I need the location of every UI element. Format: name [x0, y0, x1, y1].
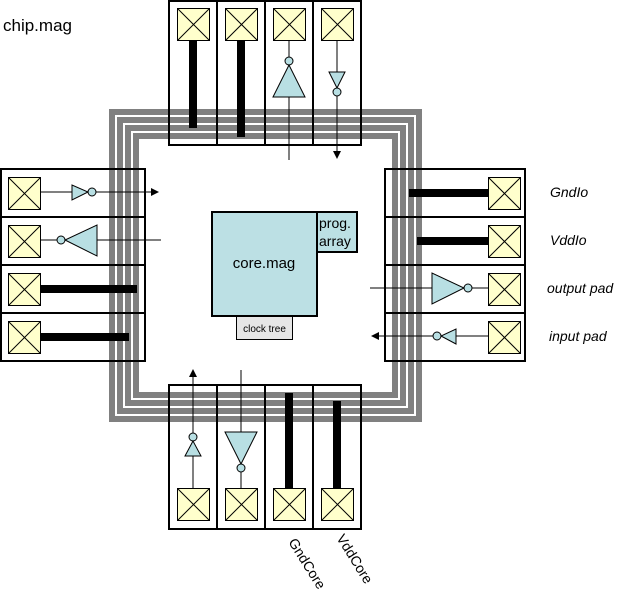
bottom-inverter-bubble [236, 463, 246, 473]
top-inverter-bubble [332, 87, 342, 97]
pad-label-vddcore: VddCore [333, 531, 376, 587]
right-buffer-triangle [431, 272, 466, 305]
bottom-buffer-triangle [184, 439, 202, 457]
right-bond-pad [488, 321, 521, 354]
bottom-power-bar-gndcore [285, 393, 293, 488]
right-bond-pad [488, 273, 521, 306]
bottom-bond-pad [225, 488, 258, 521]
bond-pad-cross [273, 8, 306, 41]
pad-frames [0, 0, 526, 530]
left-power-bar [41, 333, 129, 341]
bottom-bond-pad [177, 488, 210, 521]
left-pad-frame [0, 312, 146, 362]
pad-label-vddio: VddIo [550, 232, 587, 248]
top-buffer-triangle [272, 63, 306, 98]
chip-title: chip.mag [3, 16, 72, 35]
bottom-pad-frame [312, 384, 362, 530]
left-inverter-bubble [87, 187, 97, 197]
top-buffer-triangle [328, 71, 346, 90]
bond-pad-cross [8, 273, 41, 306]
top-bond-pad [273, 8, 306, 41]
right-inverter-bubble [463, 283, 473, 293]
right-bond-pad [488, 225, 521, 258]
top-power-bar [189, 41, 197, 128]
clock-tree-label: clock tree [243, 324, 286, 335]
bond-pad-cross [225, 488, 258, 521]
prog-array-block: prog. array [316, 211, 358, 253]
right-buffer-triangle [439, 328, 457, 345]
bond-pad-cross [321, 488, 354, 521]
top-bond-pad [225, 8, 258, 41]
bond-pad-cross [8, 225, 41, 258]
core-rect [211, 211, 318, 317]
right-pad-frame [384, 312, 526, 362]
left-buffer-triangle [63, 224, 98, 257]
io-pads [8, 8, 521, 521]
bond-pad-cross [225, 8, 258, 41]
left-buffer-triangle [71, 184, 90, 201]
core-label: core.mag [233, 255, 296, 272]
bottom-bond-pad [273, 488, 306, 521]
pad-label-gndio: GndIo [550, 184, 588, 200]
left-bond-pad [8, 321, 41, 354]
clock-tree-rect [236, 316, 293, 340]
prog-array-label-line2: array [319, 233, 351, 249]
pad-label-input-pad: input pad [549, 328, 608, 344]
bottom-inverter-bubble [188, 432, 198, 442]
right-inverter-bubble [432, 331, 442, 341]
bond-pad-cross [273, 488, 306, 521]
bond-pad-cross [321, 8, 354, 41]
right-power-bar-vddio [417, 237, 488, 245]
top-inverter-bubble [284, 56, 294, 66]
pad-label-output-pad: output pad [547, 280, 614, 296]
left-bond-pad [8, 225, 41, 258]
bond-pad-cross [8, 177, 41, 210]
top-bond-pad [177, 8, 210, 41]
right-power-bar-gndio [409, 189, 488, 197]
bond-pad-cross [488, 177, 521, 210]
top-power-bar [237, 41, 245, 137]
core-block: core.mag [211, 211, 318, 317]
bond-pad-cross [488, 273, 521, 306]
left-inverter-bubble [56, 235, 66, 245]
bottom-bond-pad [321, 488, 354, 521]
top-bond-pad [321, 8, 354, 41]
bottom-buffer-triangle [224, 431, 258, 466]
prog-array-label-line1: prog. [319, 215, 351, 231]
left-bond-pad [8, 177, 41, 210]
right-bond-pad [488, 177, 521, 210]
pad-label-gndcore: GndCore [285, 535, 329, 589]
left-power-bar [41, 285, 137, 293]
bond-pad-cross [488, 321, 521, 354]
left-bond-pad [8, 273, 41, 306]
bond-pad-cross [8, 321, 41, 354]
clock-tree-block: clock tree [236, 316, 293, 340]
bond-pad-cross [177, 488, 210, 521]
bond-pad-cross [177, 8, 210, 41]
bottom-power-bar-vddcore [333, 401, 341, 488]
bond-pad-cross [488, 225, 521, 258]
prog-array-rect [316, 211, 358, 253]
